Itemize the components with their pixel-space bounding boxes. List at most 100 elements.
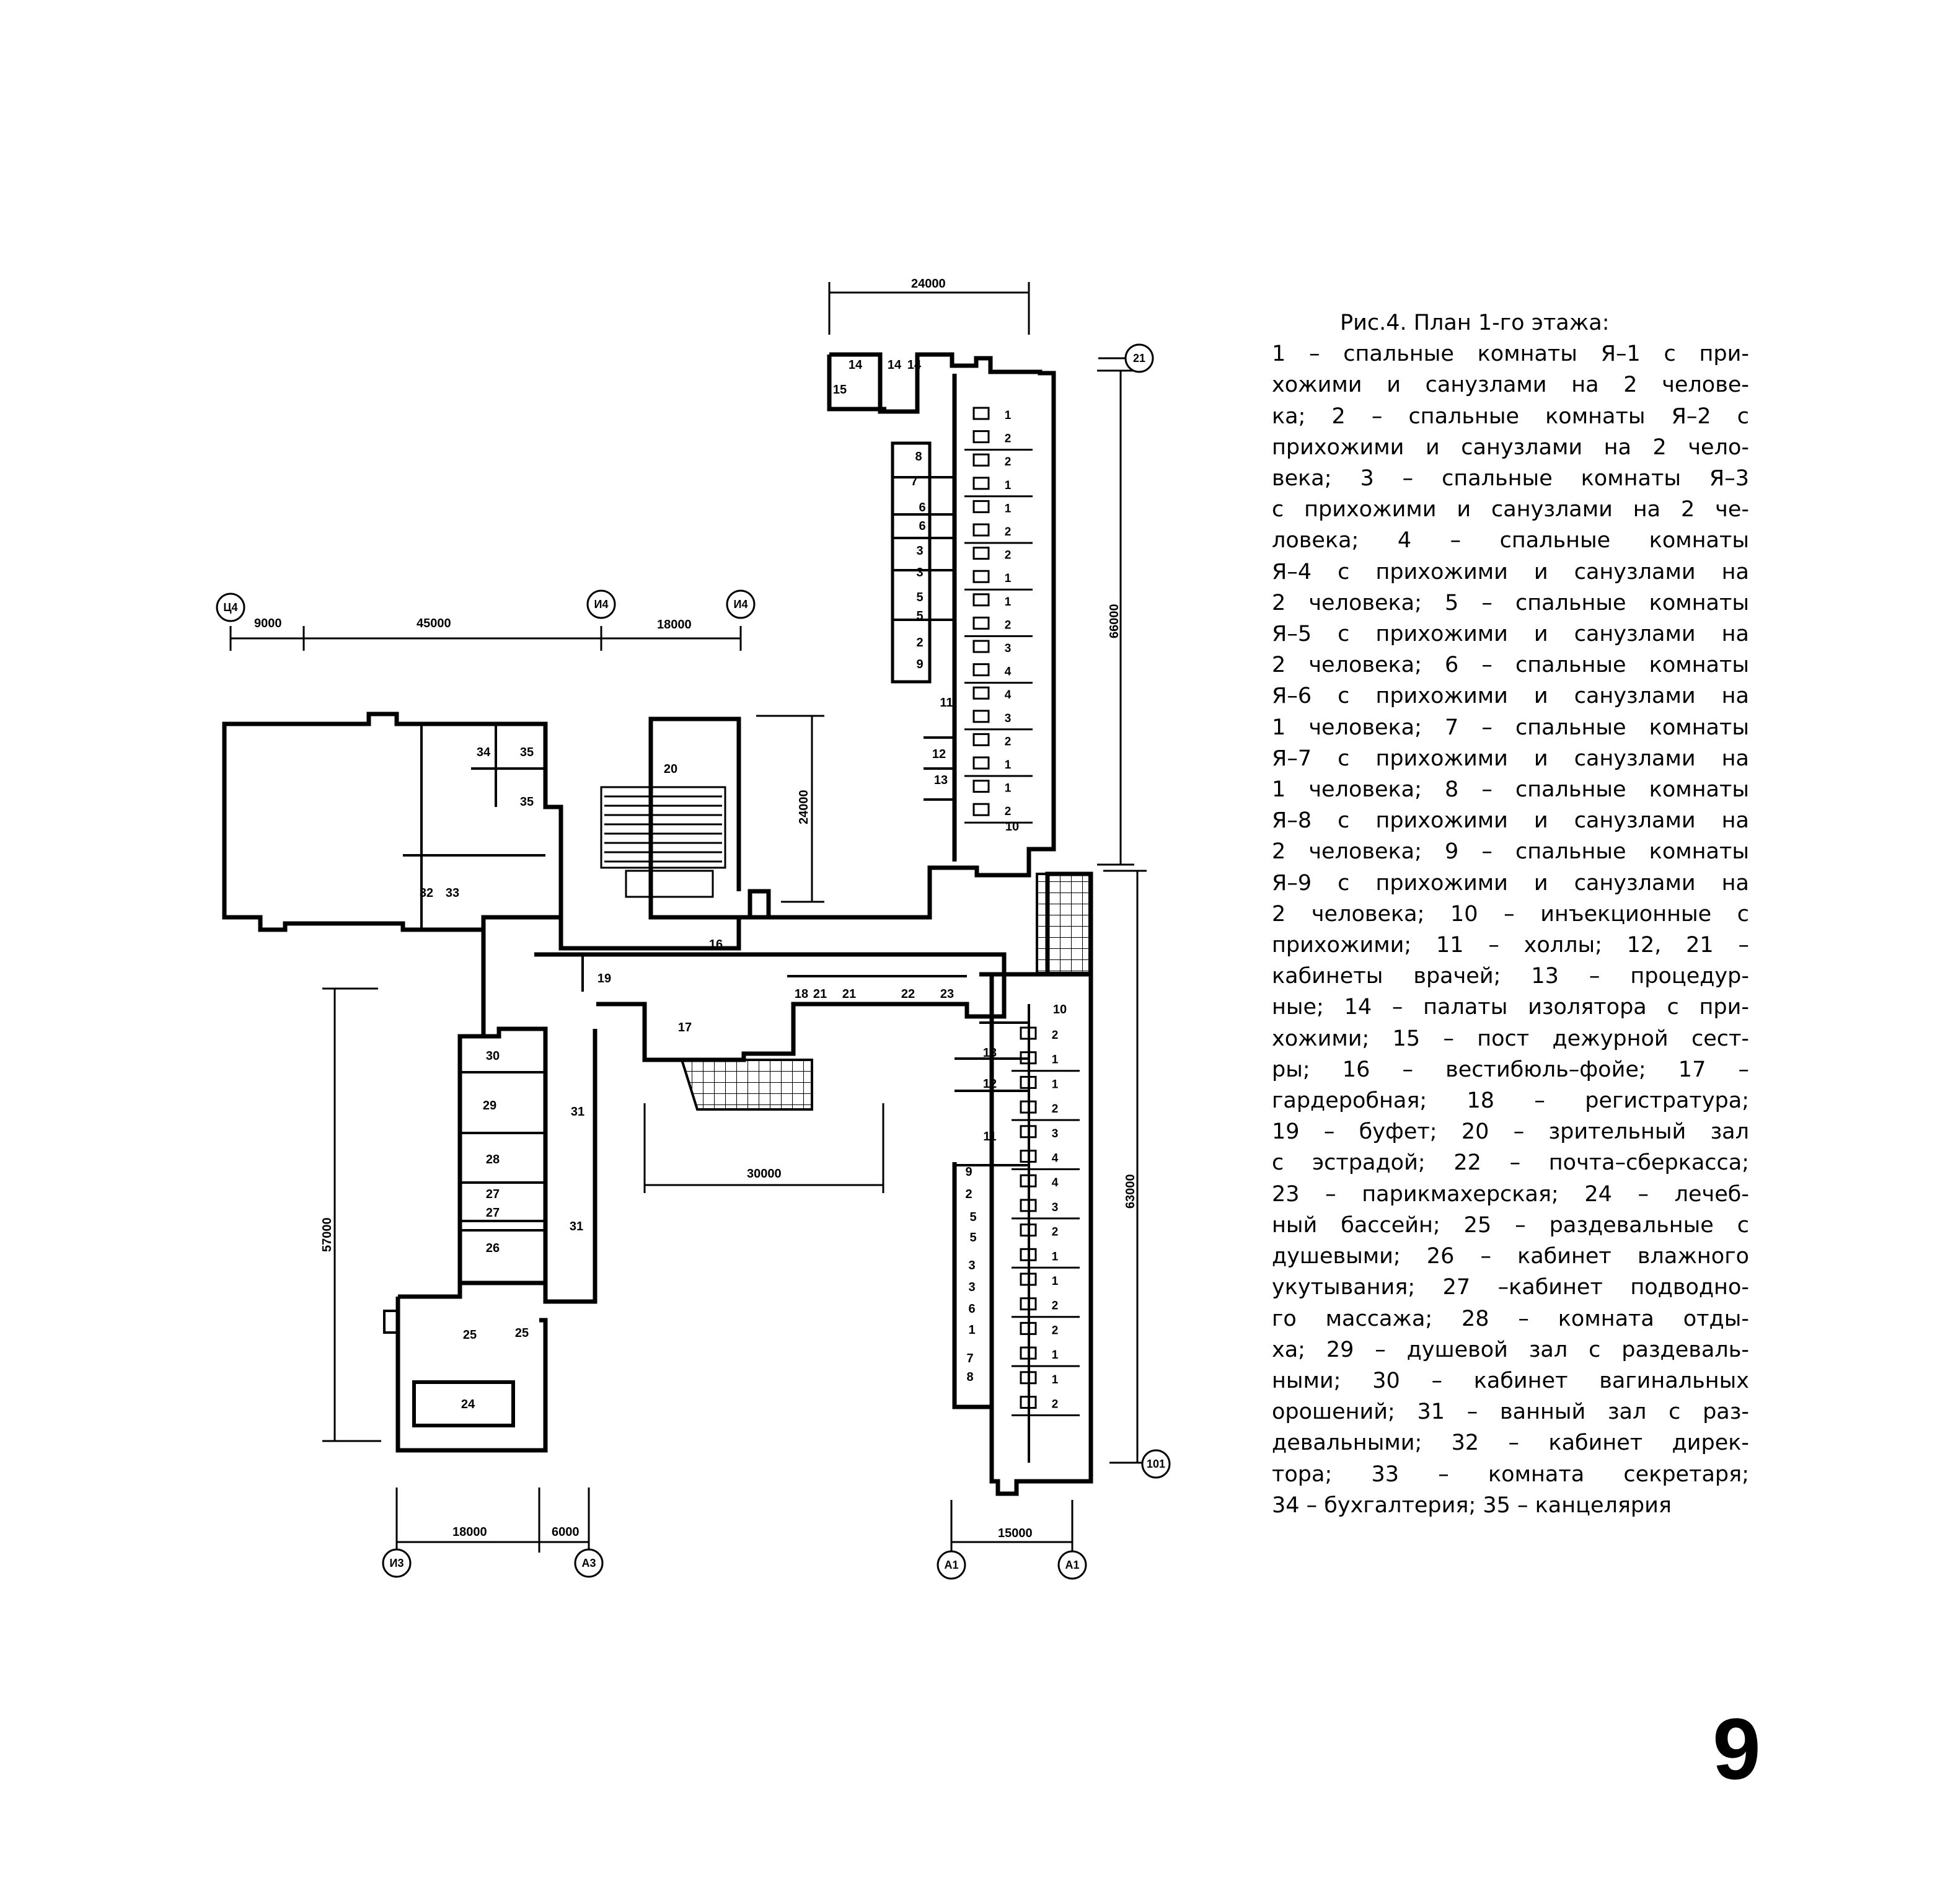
caption-line: 2 человека; 6 – спальные комнаты (1272, 653, 1749, 678)
axis-marker-bottom-2 (574, 1548, 604, 1578)
caption-line: кабинеты врачей; 13 – процедур- (1272, 964, 1749, 989)
auditorium-seating (600, 786, 726, 898)
room-label: 3 (916, 544, 923, 558)
room-label: 29 (483, 1099, 496, 1113)
room-label: 16 (709, 938, 723, 951)
room-label: 12 (983, 1077, 997, 1091)
floor-plan: 24000 9000 45000 18000 66000 24000 30000… (216, 277, 1171, 1580)
room-label: 3 (1052, 1201, 1059, 1214)
room-label: 1 (1005, 596, 1012, 609)
figure-caption: Рис.4. План 1-го этажа:1 – спальные комн… (1272, 307, 1749, 1521)
bathroom-block (1020, 1150, 1037, 1163)
room-label: 2 (1052, 1103, 1059, 1116)
room-label: 3 (1052, 1127, 1059, 1140)
caption-line: прихожими; 11 – холлы; 12, 21 – (1272, 933, 1749, 958)
caption-line: 2 человека; 10 – инъекционные с (1272, 901, 1749, 927)
caption-line: ха; 29 – душевой зал с раздеваль- (1272, 1337, 1749, 1362)
bathroom-block (1020, 1272, 1037, 1286)
room-label: 1 (1052, 1054, 1059, 1067)
dim-tower-height: 66000 (1108, 604, 1121, 638)
room-label: 24 (461, 1398, 475, 1411)
room-label: 25 (515, 1326, 529, 1340)
room-label: 8 (966, 1370, 973, 1384)
room-label: 34 (477, 746, 491, 759)
bathroom-block (972, 477, 990, 490)
bathroom-block (972, 547, 990, 560)
axis-marker-bottom-1 (382, 1548, 412, 1578)
room-label: 3 (1005, 642, 1012, 655)
bathroom-block (972, 733, 990, 746)
caption-line: укутывания; 27 –кабинет подводно- (1272, 1275, 1749, 1300)
room-label: 14 (907, 358, 922, 372)
room-label: 27 (486, 1188, 500, 1201)
room-label: 13 (983, 1046, 997, 1060)
room-label: 2 (1005, 619, 1012, 632)
bathroom-block (972, 430, 990, 444)
axis-label-bottom-1: И3 (390, 1557, 404, 1569)
caption-title: Рис.4. План 1-го этажа: (1340, 311, 1610, 335)
bathroom-block (1020, 1396, 1037, 1409)
bathroom-block (1020, 1125, 1037, 1139)
room-label: 7 (910, 475, 917, 488)
bathroom-block (1020, 1051, 1037, 1065)
axis-label-left-1: Ц4 (223, 601, 237, 614)
caption-line: с эстрадой; 22 – почта–сберкасса; (1272, 1150, 1749, 1176)
bathroom-block (972, 616, 990, 630)
bathroom-block (1020, 1199, 1037, 1212)
room-label: 1 (1052, 1275, 1059, 1288)
room-label: 17 (678, 1021, 692, 1034)
bathroom-block (972, 523, 990, 537)
room-label: 28 (486, 1153, 500, 1166)
room-label: 4 (1052, 1152, 1059, 1165)
room-label: 4 (1005, 666, 1012, 679)
room-label: 13 (934, 774, 948, 787)
room-label: 2 (1005, 549, 1012, 562)
caption-line: Я–8 с прихожими и санузлами на (1272, 808, 1749, 834)
grid-area-entrance (1036, 873, 1091, 974)
grid-area-lobby (680, 1059, 813, 1111)
caption-line: Я–4 с прихожими и санузлами на (1272, 559, 1749, 584)
room-label: 31 (571, 1105, 584, 1119)
room-label: 14 (888, 358, 902, 372)
room-label: 7 (966, 1352, 973, 1365)
axis-label-bottom-3: А1 (944, 1559, 958, 1571)
dim-lobby-width: 30000 (747, 1167, 782, 1181)
axis-marker-left-1 (216, 593, 245, 622)
bathroom-block (972, 570, 990, 583)
room-label: 15 (833, 383, 847, 397)
bathroom-block (1020, 1371, 1037, 1385)
room-label: 4 (1052, 1176, 1059, 1189)
caption-line: Я–6 с прихожими и санузлами на (1272, 684, 1749, 709)
room-label: 1 (1005, 782, 1012, 795)
bathroom-block (972, 710, 990, 723)
caption-line: 34 – бухгалтерия; 35 – канцелярия (1272, 1492, 1672, 1518)
caption-line: ловека; 4 – спальные комнаты (1272, 528, 1749, 553)
room-label: 2 (1052, 1398, 1059, 1411)
caption-line: 19 – буфет; 20 – зрительный зал (1272, 1119, 1749, 1145)
room-label: 12 (932, 747, 946, 761)
room-label: 1 (1005, 502, 1012, 515)
room-label: 1 (1052, 1349, 1059, 1362)
room-label: 1 (1005, 409, 1012, 422)
axis-marker-left-2 (586, 589, 616, 619)
dim-left-2: 45000 (417, 617, 451, 630)
dim-top-width: 24000 (911, 277, 946, 291)
room-label: 18 (795, 987, 808, 1001)
dim-left-3: 18000 (657, 618, 692, 632)
room-label: 33 (446, 886, 459, 900)
bathroom-block (1020, 1223, 1037, 1237)
axis-label-bottom-4: А1 (1065, 1559, 1079, 1571)
caption-line: с прихожими и санузлами на 2 че- (1272, 497, 1749, 522)
axis-label-left-2: И4 (594, 598, 609, 610)
bathroom-block (972, 780, 990, 793)
bathroom-block (972, 407, 990, 420)
caption-line: прихожими и санузлами на 2 чело- (1272, 434, 1749, 460)
room-label: 1 (1005, 572, 1012, 585)
room-label: 25 (463, 1328, 477, 1342)
room-label: 11 (983, 1130, 996, 1144)
caption-line: ный бассейн; 25 – раздевальные с (1272, 1212, 1749, 1238)
caption-line: века; 3 – спальные комнаты Я–3 (1272, 466, 1749, 491)
axis-label-bottom-2: А3 (581, 1557, 596, 1569)
bathroom-block (1020, 1248, 1037, 1261)
dim-left-wing-height: 57000 (320, 1217, 334, 1252)
